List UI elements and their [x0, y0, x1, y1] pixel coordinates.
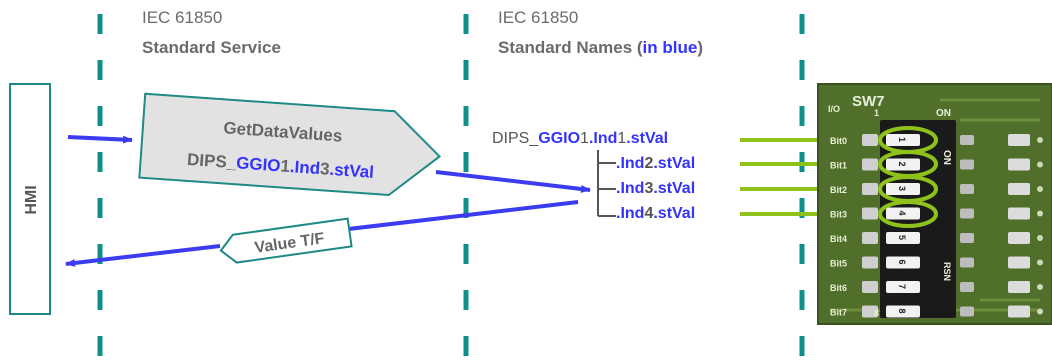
dip-resistor — [862, 256, 878, 269]
dip-bit-label: Bit7 — [830, 308, 847, 318]
pcb-shadow — [817, 83, 1052, 325]
dip-top-num: 1 — [874, 108, 879, 118]
names-tree-root: DIPS_GGIO1.Ind1.stVal — [492, 130, 669, 147]
dip-resistor — [862, 183, 878, 195]
dip-bit-label: Bit3 — [830, 210, 847, 220]
dip-via — [1037, 161, 1043, 168]
dip-pad — [960, 184, 974, 194]
dip-led — [1008, 232, 1030, 244]
names-column-title: IEC 61850 — [498, 8, 579, 27]
highlight-ellipse-4 — [878, 200, 938, 228]
dip-pad — [960, 306, 974, 317]
dip-pad — [960, 208, 974, 219]
dip-via — [1037, 235, 1043, 241]
dip-led — [1008, 281, 1030, 293]
dip-io-label: I/O — [828, 104, 840, 114]
dip-pad — [960, 257, 974, 268]
dip-pad — [960, 282, 974, 292]
dip-pad — [960, 233, 974, 243]
names-column-subtitle: Standard Names (in blue) — [498, 38, 703, 57]
dip-toggle — [886, 158, 920, 171]
dip-toggle — [886, 207, 920, 220]
dip-toggle — [886, 281, 920, 293]
response-arrow-in — [339, 200, 579, 233]
service-column-subtitle: Standard Service — [142, 38, 281, 57]
dip-title: SW7 — [852, 93, 885, 110]
dip-switch-number: 2 — [897, 162, 907, 167]
dip-resistor — [862, 207, 878, 220]
dip-resistor — [862, 281, 878, 293]
pcb-traces — [830, 98, 1040, 312]
dip-led — [1008, 207, 1030, 220]
response-box — [219, 217, 353, 264]
dip-via — [1037, 308, 1043, 315]
hmi-label: HMI — [23, 185, 40, 214]
dip-resistor — [862, 158, 878, 171]
response-arrow-out — [65, 244, 221, 267]
dip-bit-label: Bit4 — [830, 234, 847, 244]
dip-led — [1008, 134, 1030, 146]
dip-on-vertical: ON — [941, 150, 952, 165]
dip-bit-label: Bit0 — [830, 136, 847, 146]
dip-switch-number: 3 — [897, 186, 907, 191]
dip-led — [1008, 305, 1030, 318]
request-line2: DIPS_GGIO1.Ind3.stVal — [187, 150, 375, 182]
dip-switch-number: 1 — [897, 137, 907, 142]
request-arrow-out — [435, 170, 591, 193]
dip-resistor — [862, 232, 878, 244]
dip-switch-number: 7 — [897, 284, 907, 289]
response-box-group: Value T/F — [219, 217, 353, 264]
dip-toggle — [886, 256, 920, 269]
dip-rsn-label: RSN — [942, 262, 952, 281]
dip-via — [1037, 259, 1043, 266]
dip-via — [1037, 186, 1043, 192]
dip-switch-number: 4 — [897, 211, 907, 216]
names-tree-connector — [597, 150, 616, 217]
dip-resistor — [862, 305, 878, 318]
request-box — [138, 92, 442, 197]
dip-bit-label: Bit6 — [830, 283, 847, 293]
dip-led — [1008, 183, 1030, 195]
request-arrow-in — [67, 135, 133, 144]
dip-led — [1008, 158, 1030, 171]
dip-switch-number: 5 — [897, 235, 907, 240]
dip-via — [1037, 210, 1043, 217]
dip-bit-label: Bit1 — [830, 161, 847, 171]
dip-bit-label: Bit2 — [830, 185, 847, 195]
dip-toggle — [886, 232, 920, 244]
dip-via — [1037, 284, 1043, 290]
request-box-group: GetDataValues DIPS_GGIO1.Ind3.stVal — [138, 92, 442, 197]
dip-via — [1037, 137, 1043, 143]
dip-bottom-num: 8 — [874, 308, 879, 318]
dip-switch-number: 6 — [897, 260, 907, 265]
dip-toggle — [886, 305, 920, 318]
dip-led — [1008, 256, 1030, 269]
hmi-box — [9, 83, 51, 315]
dip-pad — [960, 135, 974, 145]
service-column-title: IEC 61850 — [142, 8, 223, 27]
dip-pad — [960, 159, 974, 170]
names-tree-item: .Ind2.stVal — [616, 155, 696, 172]
dip-switch-number: 8 — [897, 309, 907, 314]
names-tree-item: .Ind3.stVal — [616, 180, 696, 197]
dip-bit-label: Bit5 — [830, 259, 847, 269]
dip-resistor — [862, 134, 878, 146]
dip-toggle — [886, 134, 920, 146]
dip-toggle — [886, 183, 920, 195]
names-tree-item: .Ind4.stVal — [616, 205, 696, 222]
dip-on-label: ON — [936, 108, 951, 119]
